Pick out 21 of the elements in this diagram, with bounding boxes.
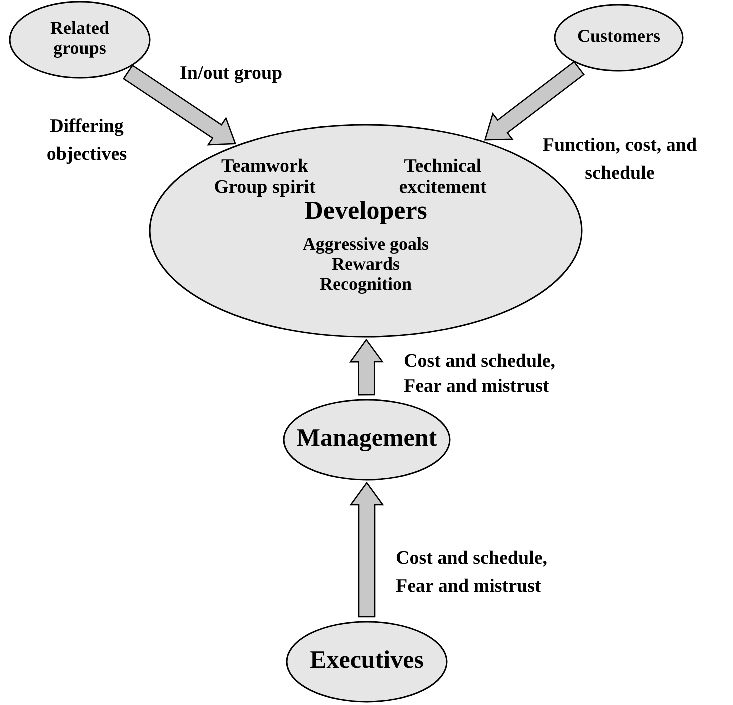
block-arrow [350,482,384,618]
oval-node [284,400,450,480]
note-label: Differing objectives [46,115,128,167]
edge-label: Cost and schedule, Fear and mistrust [404,350,556,399]
node-label: Aggressive goals Rewards Recognition [302,235,430,294]
block-arrow [349,338,384,396]
node-label: Teamwork Group spirit [213,157,317,199]
oval-node [287,622,447,702]
node-label: Executives [309,647,425,674]
node-label: Customers [576,27,662,47]
node-label: Related groups [50,19,110,59]
node-label: Management [296,425,438,452]
edge-label: Function, cost, and schedule [542,134,698,186]
block-arrow [122,64,237,146]
node-label: Technical excitement [398,157,488,199]
block-arrow [484,61,585,141]
edge-label: In/out group [180,62,284,86]
oval-node [10,2,150,78]
node-label: Developers [304,197,428,226]
edge-label: Cost and schedule, Fear and mistrust [396,547,548,599]
oval-node [555,5,683,71]
